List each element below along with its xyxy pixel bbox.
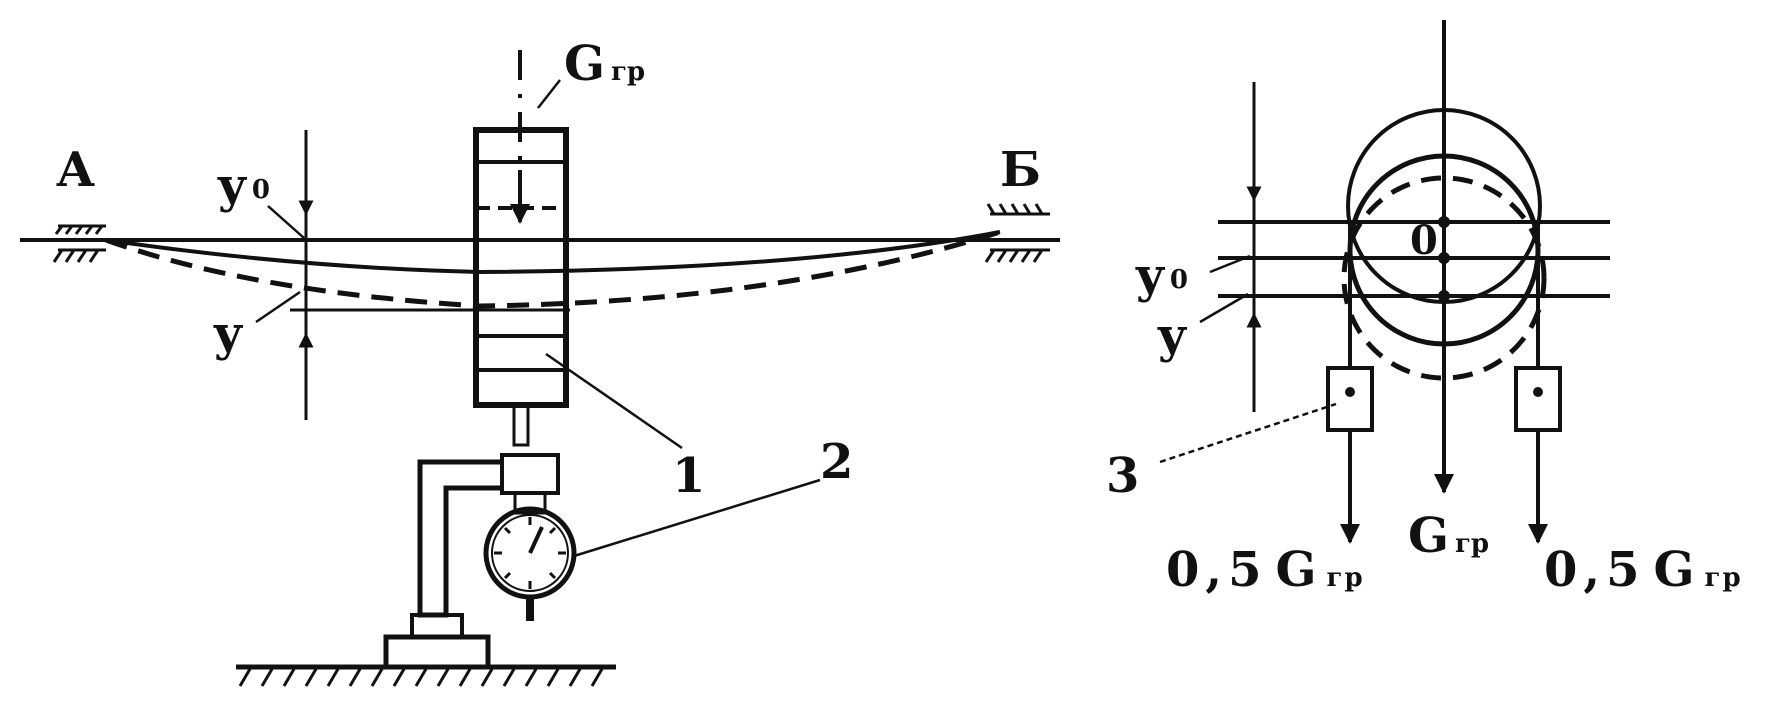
dial-needle <box>528 526 544 554</box>
stand-foot-upper <box>410 613 464 639</box>
right-sensor-dot <box>1533 387 1543 397</box>
support-a-label: А <box>56 142 95 198</box>
right-y-leader <box>1199 292 1249 324</box>
center-label: 0 <box>1410 217 1438 264</box>
dial-spindle <box>526 597 534 621</box>
left-sensor-box <box>1326 366 1374 432</box>
static-deflection-curve <box>105 230 1001 275</box>
callout-2-leader <box>573 478 821 558</box>
y0-label-leader <box>267 205 305 239</box>
callout-3-leader <box>1159 402 1337 464</box>
right-y0-leader <box>1209 254 1251 274</box>
stand-base <box>383 634 491 670</box>
callout-1-leader <box>545 352 683 450</box>
indicator-holder <box>500 453 560 495</box>
indicator-neck <box>513 491 547 515</box>
shaft-section-deflected <box>1341 175 1547 381</box>
support-a-hatch <box>52 224 106 263</box>
load-label-leader <box>537 79 561 109</box>
center-point-top <box>1438 216 1450 228</box>
dynamic-deflection-curve <box>105 229 1001 309</box>
callout-1-label: 1 <box>672 448 705 504</box>
callout-3-label: 3 <box>1106 448 1139 504</box>
right-sensor-box <box>1514 366 1562 432</box>
y-label: y <box>213 306 244 362</box>
ground-hatch <box>238 668 604 687</box>
callout-2-label: 2 <box>820 434 853 490</box>
center-point-mid <box>1438 252 1450 264</box>
dial-indicator <box>483 506 577 621</box>
y-label-leader <box>255 290 301 324</box>
right-y-label: y <box>1157 308 1188 364</box>
indicator-stem <box>512 403 530 447</box>
support-b-hatch <box>984 203 1050 263</box>
center-point-bottom <box>1438 290 1450 302</box>
left-sensor-dot <box>1345 387 1355 397</box>
support-b-label: Б <box>1000 142 1041 198</box>
